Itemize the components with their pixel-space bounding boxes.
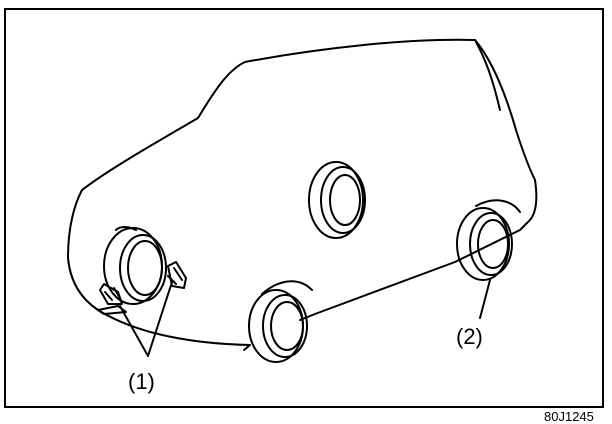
leader-line-1b bbox=[147, 281, 173, 357]
leader-line-2 bbox=[479, 279, 491, 319]
vehicle-body bbox=[67, 38, 538, 351]
rear-hatch-line bbox=[474, 39, 501, 111]
rear-right-wheel bbox=[456, 199, 521, 281]
leader-line-1a bbox=[119, 305, 149, 357]
figure-reference: 80J1245 bbox=[544, 409, 594, 424]
rear-left-wheel bbox=[248, 280, 313, 363]
callout-2-label: (2) bbox=[456, 324, 483, 349]
figure-frame bbox=[4, 8, 604, 408]
front-left-wheel bbox=[103, 226, 167, 305]
wheel-chock-front bbox=[97, 283, 127, 315]
spare-wheel bbox=[308, 161, 366, 239]
callout-1-label: (1) bbox=[128, 369, 155, 394]
